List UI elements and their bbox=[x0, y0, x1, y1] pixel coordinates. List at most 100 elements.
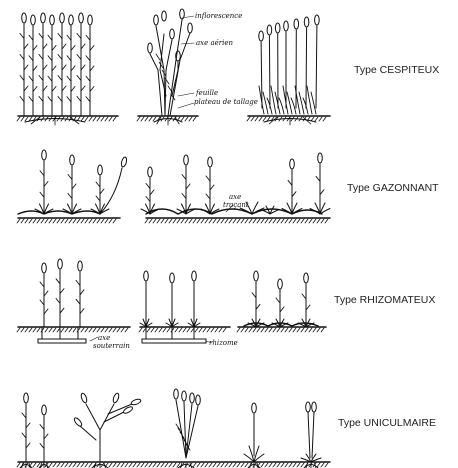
soil-hatch bbox=[137, 117, 140, 121]
soil-hatch bbox=[69, 328, 72, 332]
inflorescence-spikelet bbox=[174, 389, 179, 399]
leaf bbox=[48, 35, 52, 40]
soil-hatch bbox=[255, 117, 258, 121]
leaf bbox=[20, 55, 24, 60]
leaf bbox=[67, 97, 71, 102]
stem bbox=[165, 40, 172, 116]
soil-hatch bbox=[33, 328, 36, 332]
soil-hatch bbox=[125, 328, 128, 332]
inflorescence-spikelet bbox=[278, 279, 283, 289]
soil-hatch bbox=[305, 328, 308, 332]
leaf bbox=[56, 279, 60, 284]
soil-hatch bbox=[97, 328, 100, 332]
soil-hatch bbox=[219, 328, 222, 332]
leaf bbox=[288, 180, 292, 185]
soil-hatch bbox=[61, 463, 64, 467]
leaf bbox=[86, 35, 90, 40]
leaf bbox=[252, 293, 256, 298]
inflorescence-spikelet bbox=[42, 263, 47, 273]
inflorescence-spikelet bbox=[154, 15, 159, 25]
inflorescence-spikelet bbox=[188, 23, 193, 33]
leaf bbox=[52, 87, 56, 92]
soil-hatch bbox=[73, 328, 76, 332]
soil-hatch bbox=[153, 117, 156, 121]
soil-hatch bbox=[261, 328, 264, 332]
soil-hatch bbox=[199, 328, 202, 332]
stem bbox=[306, 28, 307, 108]
soil-hatch bbox=[41, 219, 44, 223]
soil-hatch bbox=[289, 328, 292, 332]
soil-hatch bbox=[101, 219, 104, 223]
leaf bbox=[271, 86, 276, 114]
leaf bbox=[276, 298, 280, 303]
soil-hatch bbox=[213, 219, 216, 223]
leaf bbox=[40, 171, 44, 176]
inflorescence-spikelet bbox=[170, 273, 175, 283]
soil-hatch bbox=[241, 328, 244, 332]
soil-hatch bbox=[277, 219, 280, 223]
inflorescence-spikelet bbox=[184, 155, 189, 165]
leaf bbox=[39, 97, 43, 102]
leaf bbox=[39, 76, 43, 81]
soil-hatch bbox=[65, 463, 68, 467]
soil-hatch bbox=[321, 328, 324, 332]
leaf bbox=[77, 55, 81, 60]
soil-hatch bbox=[213, 463, 216, 467]
leaf bbox=[26, 443, 30, 448]
soil-hatch bbox=[89, 328, 92, 332]
annotation-feuille: feuille bbox=[196, 90, 218, 97]
leaf bbox=[206, 176, 210, 181]
leaf bbox=[76, 299, 80, 304]
inflorescence-spikelet bbox=[80, 393, 88, 404]
soil-hatch bbox=[281, 328, 284, 332]
inflorescence-spikelet bbox=[42, 405, 47, 415]
label-type-rhizomateux: Type RHIZOMATEUX bbox=[334, 294, 435, 306]
leaf bbox=[56, 298, 60, 303]
leaf bbox=[22, 413, 26, 418]
soil-hatch bbox=[145, 463, 148, 467]
soil-hatch bbox=[201, 219, 204, 223]
leaf bbox=[20, 76, 24, 81]
soil-hatch bbox=[81, 117, 84, 121]
leaf bbox=[156, 54, 160, 60]
soil-hatch bbox=[77, 463, 80, 467]
leaf bbox=[52, 46, 56, 51]
soil-hatch bbox=[89, 117, 92, 121]
stem bbox=[312, 412, 314, 458]
soil-hatch bbox=[133, 463, 136, 467]
soil-hatch bbox=[253, 219, 256, 223]
inflorescence-spikelet bbox=[60, 13, 65, 23]
soil-hatch bbox=[241, 219, 244, 223]
soil-hatch bbox=[173, 463, 176, 467]
leaf bbox=[60, 289, 64, 294]
soil-hatch bbox=[259, 117, 262, 121]
inflorescence-spikelet bbox=[98, 165, 103, 175]
soil-hatch bbox=[273, 328, 276, 332]
inflorescence-spikelet bbox=[22, 13, 27, 23]
soil-hatch bbox=[113, 463, 116, 467]
leaf bbox=[86, 56, 90, 61]
soil-hatch bbox=[81, 219, 84, 223]
annotation-axe-aerien: axe aérien bbox=[196, 40, 233, 47]
leaf bbox=[48, 97, 52, 102]
soil-hatch bbox=[155, 328, 158, 332]
soil-hatch bbox=[37, 219, 40, 223]
soil-hatch bbox=[25, 328, 28, 332]
inflorescence-spikelet bbox=[69, 15, 74, 25]
soil-hatch bbox=[241, 463, 244, 467]
inflorescence-spikelet bbox=[148, 43, 153, 53]
inflorescence-spikelet bbox=[170, 29, 175, 39]
inflorescence-spikelet bbox=[315, 15, 320, 25]
soil-hatch bbox=[69, 463, 72, 467]
soil-hatch bbox=[265, 219, 268, 223]
leaf bbox=[206, 194, 210, 199]
leaf bbox=[48, 76, 52, 81]
annotation-axe-tracant-line1: axe bbox=[229, 194, 241, 201]
root bbox=[249, 463, 251, 468]
inflorescence-spikelet bbox=[290, 159, 295, 169]
leader-line bbox=[178, 93, 194, 96]
leaf bbox=[182, 175, 186, 180]
soil-hatch bbox=[217, 219, 220, 223]
leaf bbox=[71, 87, 75, 92]
soil-hatch bbox=[209, 463, 212, 467]
